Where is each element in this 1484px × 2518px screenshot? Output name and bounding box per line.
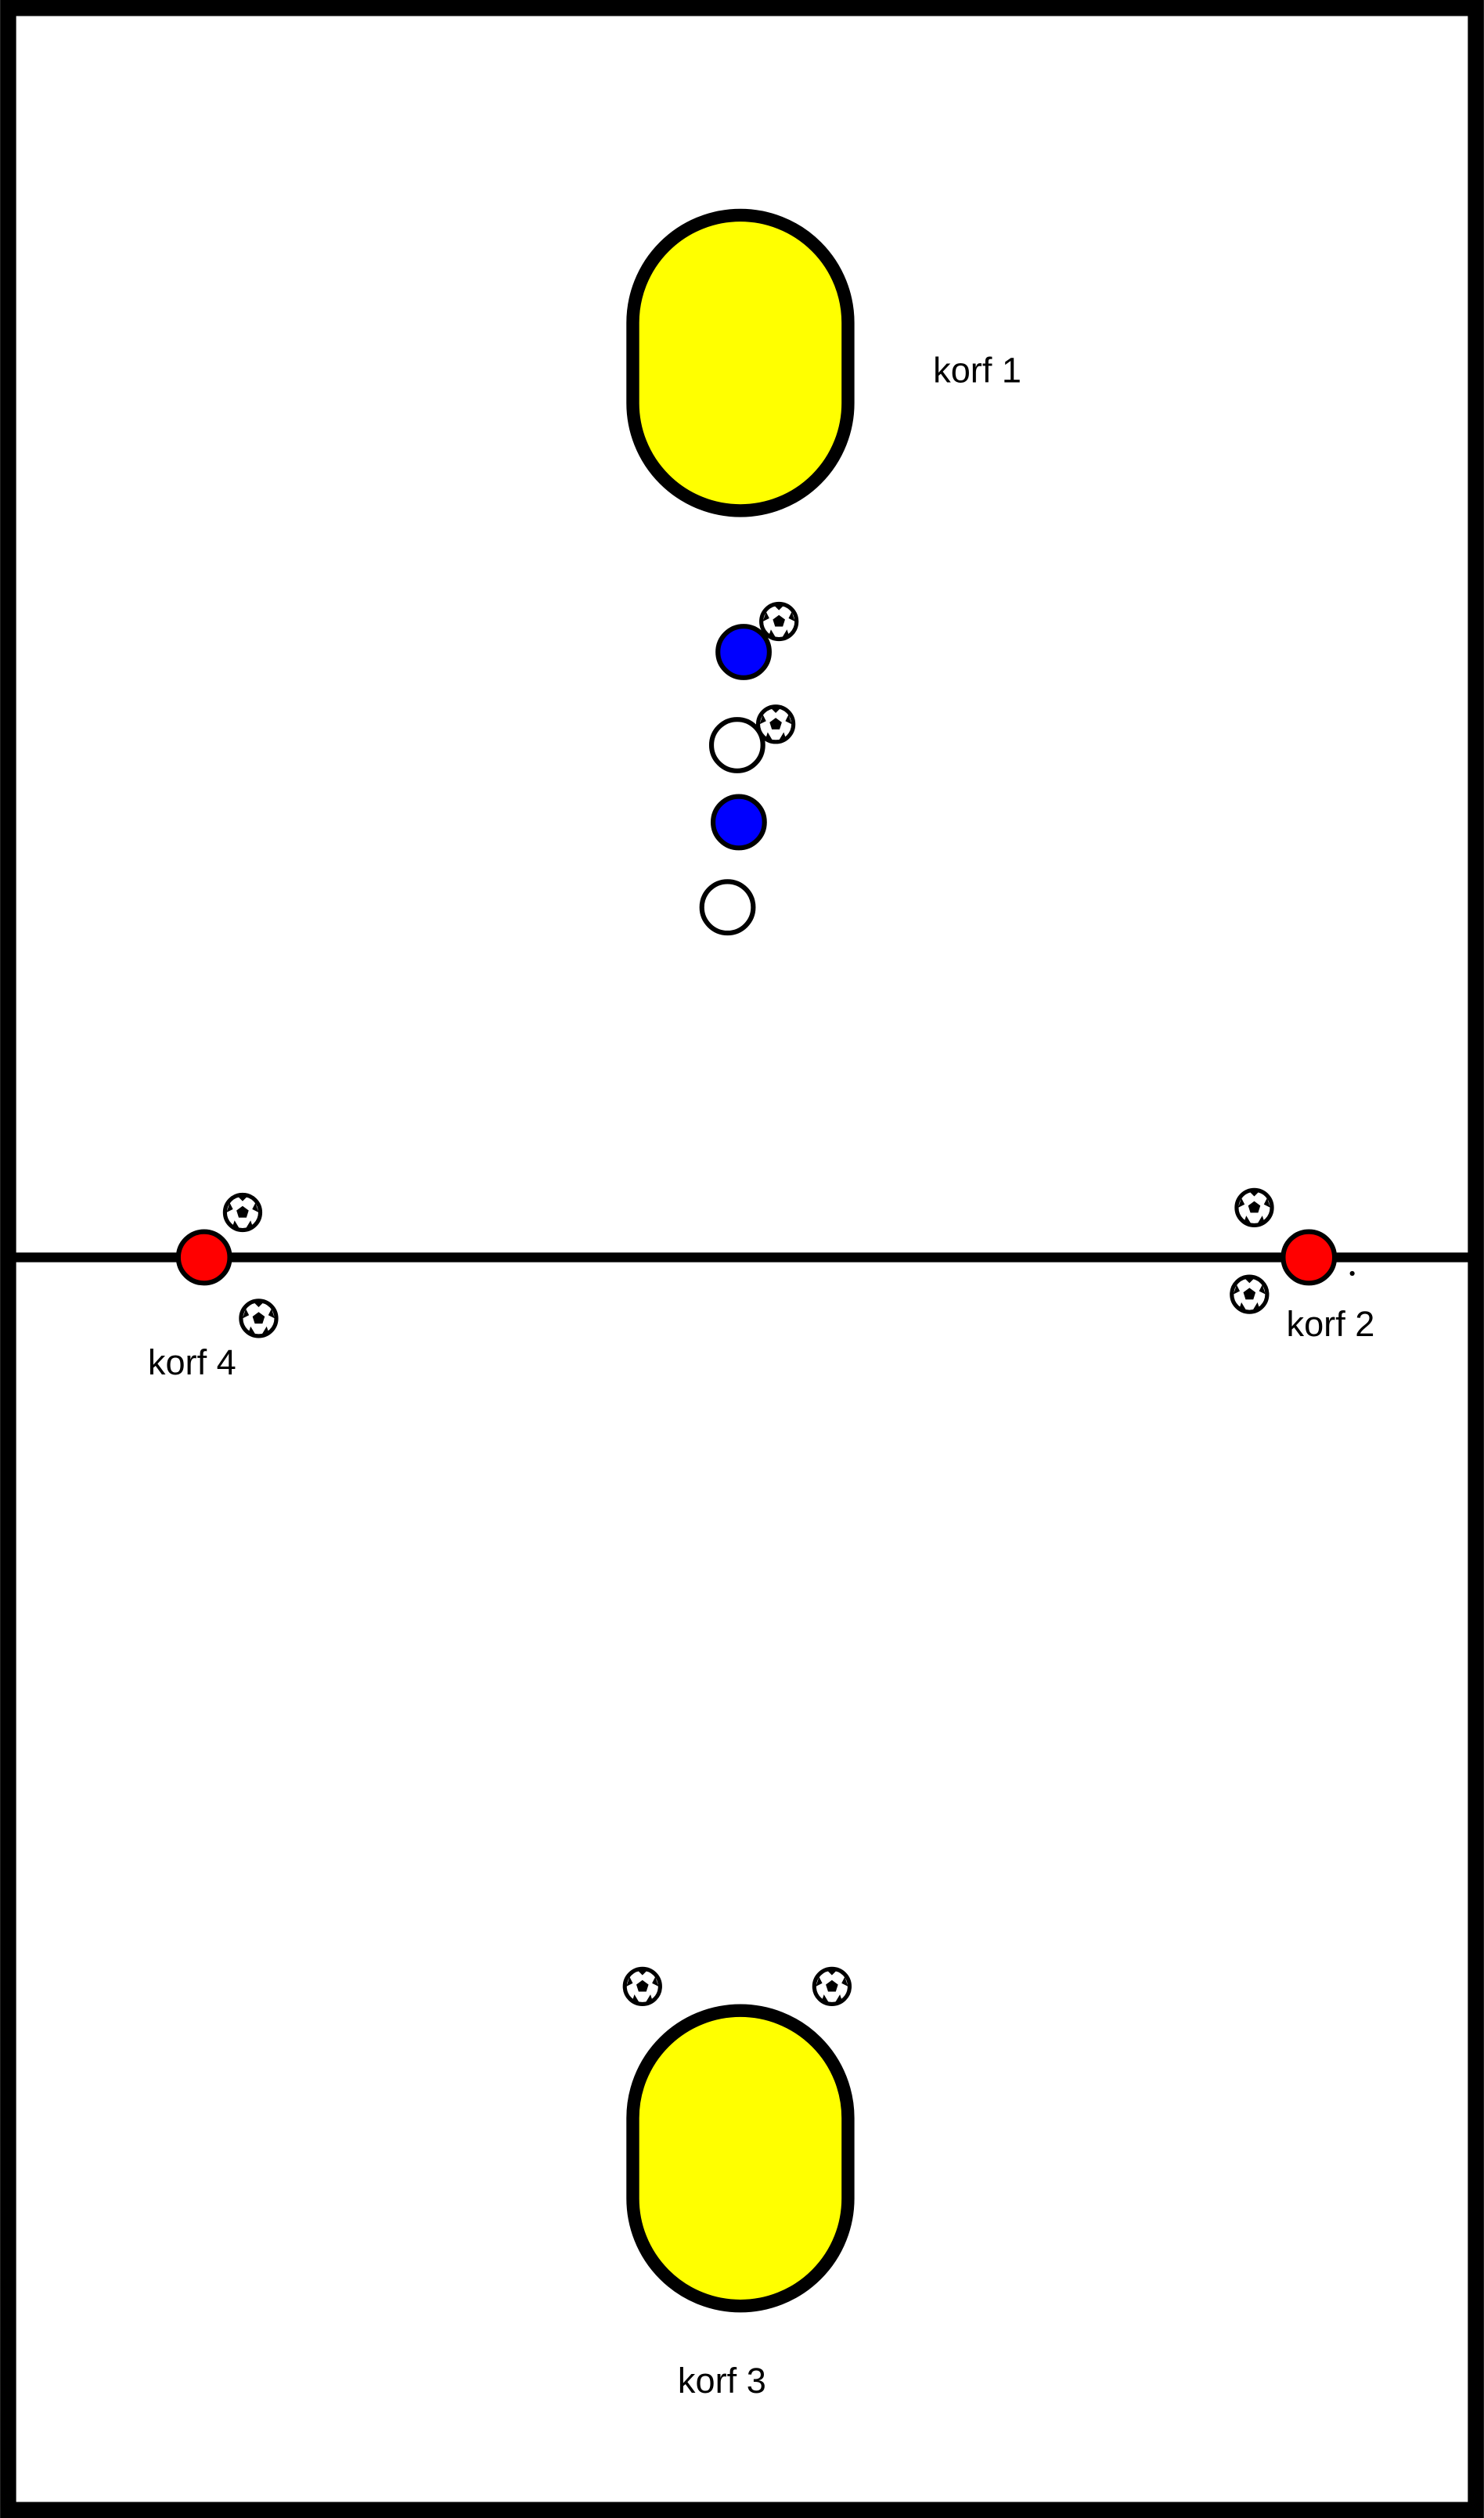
soccer-ball-icon <box>225 1194 260 1230</box>
soccer-ball-icon <box>758 707 794 742</box>
soccer-ball-icon <box>762 603 797 639</box>
korf-2-post <box>1280 1229 1338 1286</box>
korf-1-label: korf 1 <box>933 350 1021 390</box>
soccer-ball-icon <box>814 1969 849 2004</box>
korf-3-zone <box>626 2004 855 2313</box>
attacker-player <box>715 624 772 680</box>
korf-4-label: korf 4 <box>148 1342 236 1382</box>
attacker-player <box>710 794 767 851</box>
dot-mark <box>1349 1270 1355 1277</box>
soccer-ball-icon <box>625 1969 660 2004</box>
soccer-ball-icon <box>1232 1277 1267 1312</box>
korf-1-zone <box>626 208 855 517</box>
korf-4-post <box>175 1229 232 1286</box>
korf-2-label: korf 2 <box>1287 1304 1375 1344</box>
defender-player <box>699 879 756 936</box>
defender-player <box>708 717 765 773</box>
soccer-ball-icon <box>1237 1190 1272 1225</box>
soccer-ball-icon <box>241 1301 276 1336</box>
korf-3-label: korf 3 <box>678 2361 766 2401</box>
